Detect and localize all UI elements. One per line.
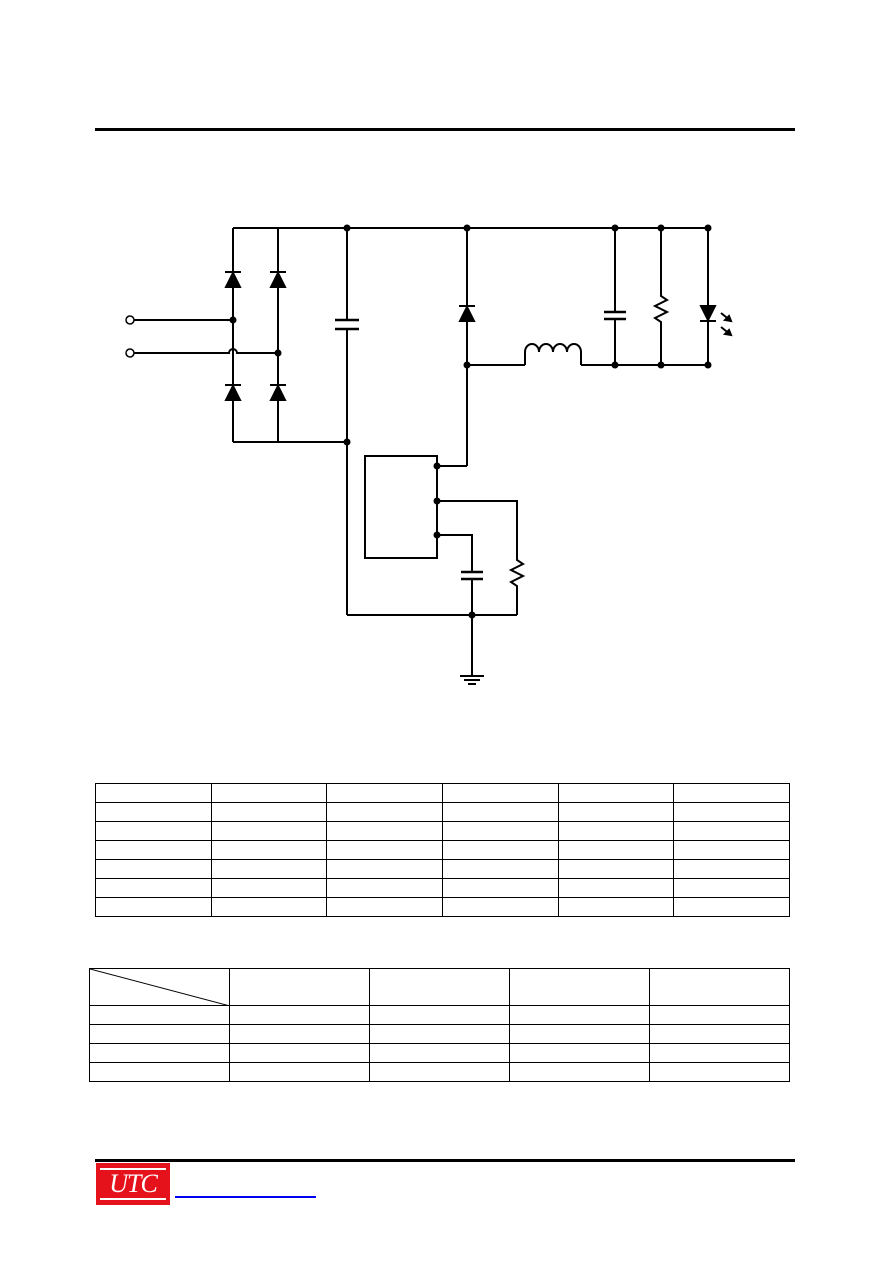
table-row (95, 821, 790, 841)
driver-ic (364, 455, 438, 559)
ic-capacitor (461, 570, 483, 581)
table-row (95, 802, 790, 822)
ac-input-terminal-2 (125, 348, 135, 358)
bulk-capacitor (335, 318, 359, 331)
bridge-diode-1 (224, 270, 242, 288)
inductor (524, 343, 582, 365)
table-row (89, 1024, 790, 1044)
bridge-rectifier (224, 270, 287, 401)
table-row (89, 1005, 790, 1025)
bridge-diode-4 (269, 383, 287, 401)
junction-dots (229, 224, 712, 619)
table-row (89, 1043, 790, 1063)
table-row (89, 1062, 790, 1082)
circuit-schematic (125, 224, 733, 685)
diagonal-header-cell (89, 968, 230, 1006)
table-header-row (89, 968, 790, 1006)
freewheel-diode (458, 304, 476, 322)
table-row (95, 878, 790, 898)
table-row (95, 840, 790, 860)
led (699, 305, 733, 337)
table-row (95, 897, 790, 917)
ac-input-terminal-1 (125, 315, 135, 325)
header-rule (95, 128, 795, 131)
bridge-diode-3 (224, 383, 242, 401)
bridge-diode-2 (269, 270, 287, 288)
utc-logo: UTC (96, 1163, 170, 1205)
wires (134, 227, 709, 685)
footer-rule (95, 1159, 795, 1162)
table-row (95, 783, 790, 803)
table-row (95, 859, 790, 879)
output-capacitor (604, 310, 626, 321)
parameter-table-2 (89, 968, 790, 1082)
parameter-table-1 (95, 783, 790, 917)
utc-logo-text: UTC (100, 1168, 166, 1200)
website-link[interactable] (175, 1196, 316, 1198)
